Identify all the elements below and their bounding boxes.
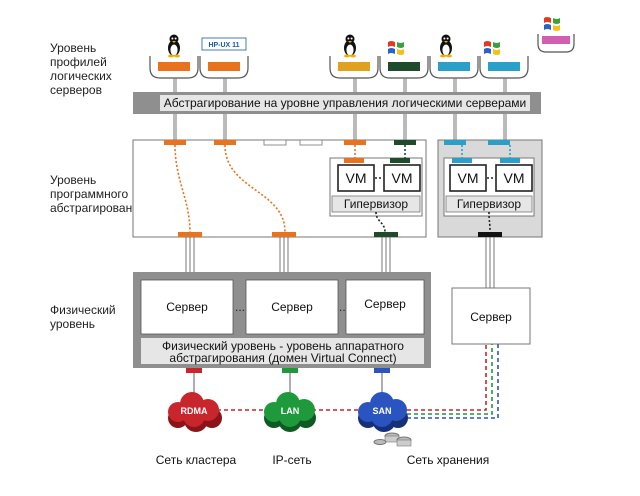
svg-text:Физический: Физический — [50, 303, 116, 317]
standalone-server: Сервер — [451, 287, 531, 345]
svg-text:SAN: SAN — [372, 406, 391, 416]
svg-text:VM: VM — [346, 170, 367, 186]
windows-flag-icon — [388, 41, 404, 55]
level-label-physical: Физический уровень — [50, 303, 116, 331]
hypervisor-box-1: VM VM Гипервизор — [329, 157, 423, 217]
san-cloud: SAN — [358, 392, 412, 447]
lan-cloud: LAN — [264, 392, 316, 432]
profile-linux-1 — [149, 34, 199, 79]
physical-bar-line-2: абстрагирования (домен Virtual Connect) — [169, 351, 396, 365]
server-label: Сервер — [271, 300, 313, 314]
logical-management-bar: Абстрагирование на уровне управления лог… — [133, 92, 541, 114]
linux-penguin-icon — [344, 34, 356, 58]
server-box — [345, 279, 425, 335]
vm-box — [383, 164, 421, 192]
windows-flag-icon — [544, 17, 560, 31]
server-label: Сервер — [470, 310, 512, 324]
profile-linux-2 — [329, 34, 379, 79]
network-label-ip: IP-сеть — [272, 453, 311, 467]
hypervisor-label: Гипервизор — [457, 197, 521, 211]
svg-text:серверов: серверов — [50, 83, 102, 97]
server-label: Сервер — [166, 300, 208, 314]
server-box — [451, 287, 531, 345]
hypervisor-box-2: VM VM Гипервизор — [443, 157, 535, 217]
svg-text:Уровень: Уровень — [50, 173, 96, 187]
svg-text:VM: VM — [458, 170, 479, 186]
svg-text:уровень: уровень — [50, 317, 95, 331]
svg-text:логических: логических — [50, 69, 112, 83]
svg-text:VM: VM — [392, 170, 413, 186]
windows-flag-icon — [484, 41, 500, 55]
network-label-cluster: Сеть кластера — [156, 453, 237, 467]
storage-disks-icon — [373, 432, 412, 447]
server-label: Сервер — [364, 297, 406, 311]
server-cables — [185, 237, 495, 288]
svg-text:LAN: LAN — [281, 406, 300, 416]
linux-penguin-icon — [168, 34, 180, 58]
profile-windows-unassigned — [537, 17, 575, 53]
physical-enclosure: Сервер ..... Сервер ..... Сервер Физичес… — [133, 272, 431, 368]
hp-ux-icon: HP-UX 11 — [201, 37, 247, 51]
svg-text:Абстрагирование на уровне упра: Абстрагирование на уровне управления лог… — [164, 96, 527, 110]
linux-penguin-icon — [440, 34, 452, 58]
profile-windows-2 — [479, 41, 529, 79]
hypervisor-label: Гипервизор — [344, 197, 408, 211]
svg-text:Уровень: Уровень — [50, 41, 96, 55]
svg-text:абстрагирования: абстрагирования — [50, 201, 145, 215]
profile-linux-3 — [429, 34, 479, 79]
svg-text:профилей: профилей — [50, 55, 107, 69]
profile-hpux: HP-UX 11 — [199, 37, 249, 79]
network-links — [210, 344, 499, 419]
software-top-ports — [164, 139, 510, 146]
svg-text:программного: программного — [50, 187, 128, 201]
profile-connectors — [173, 78, 507, 140]
svg-text:VM: VM — [504, 170, 525, 186]
profile-windows-1 — [379, 41, 429, 79]
rdma-cloud: RDMA — [168, 392, 222, 432]
software-bottom-ports — [178, 232, 502, 237]
server-box — [140, 279, 234, 335]
vm-box — [495, 164, 533, 192]
level-label-logical: Уровень профилей логических серверов — [50, 41, 112, 97]
level-label-software: Уровень программного абстрагирования — [50, 173, 145, 215]
profile-mapping-lines — [174, 144, 511, 233]
vm-box — [337, 164, 375, 192]
svg-text:HP-UX 11: HP-UX 11 — [208, 42, 239, 49]
network-label-storage: Сеть хранения — [407, 453, 490, 467]
vm-box — [449, 164, 487, 192]
server-box — [245, 279, 339, 335]
svg-text:RDMA: RDMA — [181, 406, 208, 416]
physical-bar-line-1: Физический уровень - уровень аппаратного — [162, 339, 404, 353]
